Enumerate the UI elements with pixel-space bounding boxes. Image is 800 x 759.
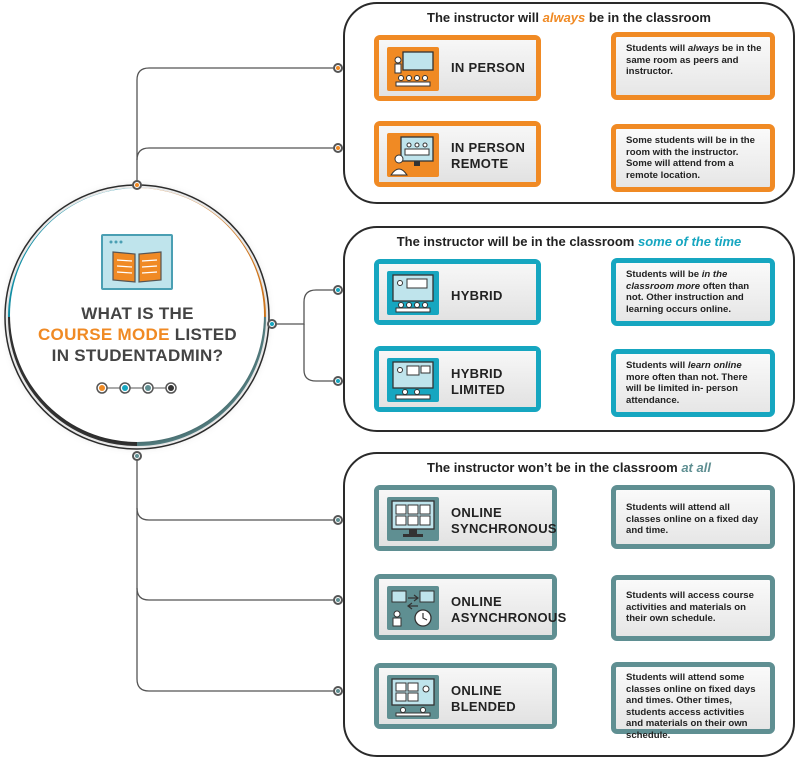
hybrid-classroom-icon (387, 271, 439, 315)
step-dots (96, 382, 177, 394)
panel-some-title: The instructor will be in the classroom … (396, 234, 742, 249)
video-grid-icon (387, 497, 439, 541)
desc-card-online-synchronous: Students will attend all classes online … (611, 485, 775, 549)
desc-online-blended: Students will attend some classes online… (626, 672, 756, 741)
entry-dot-in-person-remote (333, 143, 343, 153)
center-question: WHAT IS THE COURSE MODE LISTED IN STUDEN… (25, 303, 250, 366)
desc-online-synchronous: Students will attend all classes online … (626, 502, 759, 537)
desc-card-online-blended: Students will attend some classes online… (611, 662, 775, 741)
remote-monitor-icon (387, 133, 439, 177)
desc-card-hybrid-limited: Students will learn online more often th… (611, 349, 775, 417)
center-line2: LISTED (174, 325, 238, 344)
entry-dot-online-blended (333, 686, 343, 696)
desc-in-person-remote: Some students will be in the room with t… (626, 135, 756, 181)
open-book-icon (101, 234, 173, 290)
desc-card-hybrid: Students will be in the classroom more o… (611, 258, 775, 326)
classroom-teacher-icon (387, 47, 439, 91)
center-line1: WHAT IS THE (81, 304, 194, 323)
mode-label-in-person: IN PERSON (451, 60, 526, 75)
mode-card-hybrid: HYBRID (374, 259, 541, 325)
entry-dot-hybrid (333, 285, 343, 295)
blended-screen-icon (387, 675, 439, 719)
center-highlight: COURSE MODE (37, 325, 170, 344)
desc-online-asynchronous: Students will access course activities a… (626, 590, 754, 625)
desc-card-in-person-remote: Some students will be in the room with t… (611, 124, 775, 192)
panel-at-all-title: The instructor won’t be in the classroom… (427, 460, 711, 475)
desc-hybrid: Students will be in the classroom more o… (626, 269, 750, 315)
hybrid-limited-icon (387, 358, 439, 402)
entry-dot-in-person (333, 63, 343, 73)
desc-in-person: Students will always be in the same room… (626, 43, 762, 78)
desc-hybrid-limited: Students will learn online more often th… (626, 360, 748, 406)
mode-label-hybrid: HYBRID (451, 288, 503, 303)
junction-dot-bottom (132, 451, 142, 461)
panel-always-title: The instructor will always be in the cla… (427, 10, 711, 25)
entry-dot-online-sync (333, 515, 343, 525)
center-circle (10, 188, 264, 442)
center-line3: IN STUDENTADMIN? (51, 346, 224, 365)
desc-card-in-person: Students will always be in the same room… (611, 32, 775, 100)
junction-dot-middle (267, 319, 277, 329)
junction-dot-top (132, 180, 142, 190)
entry-dot-online-async (333, 595, 343, 605)
async-clock-icon (387, 586, 439, 630)
entry-dot-hybrid-limited (333, 376, 343, 386)
desc-card-online-asynchronous: Students will access course activities a… (611, 575, 775, 641)
mode-card-in-person: IN PERSON (374, 35, 541, 101)
